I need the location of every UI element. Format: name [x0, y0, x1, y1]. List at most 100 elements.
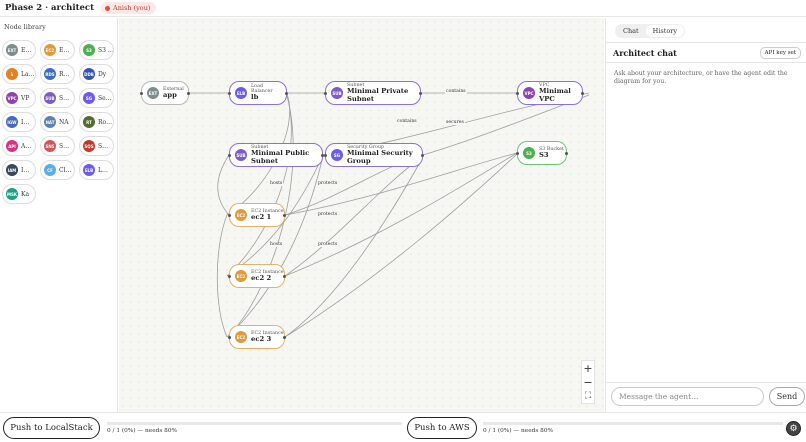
node-name: ec2 2: [251, 273, 272, 282]
library-item-label: NA: [59, 118, 69, 126]
library-item-label: S…: [59, 94, 70, 102]
node-handle[interactable]: [565, 152, 568, 155]
library-item-label: R…: [59, 70, 70, 78]
push-aws-button[interactable]: Push to AWS: [407, 417, 477, 439]
node-handle[interactable]: [324, 154, 327, 157]
service-icon: SG: [331, 149, 343, 161]
node-handle[interactable]: [228, 214, 231, 217]
message-input[interactable]: [611, 387, 764, 406]
tab-history[interactable]: History: [645, 25, 685, 37]
library-item-label: Ro…: [98, 118, 113, 126]
node-handle[interactable]: [228, 154, 231, 157]
library-item-label: Dy: [98, 70, 107, 78]
diagram-canvas[interactable]: contains contains secures hosts protects…: [119, 18, 604, 412]
service-icon: EXT: [147, 87, 159, 99]
node-handle[interactable]: [140, 92, 143, 95]
node-handle[interactable]: [285, 92, 288, 95]
fit-view-button[interactable]: ⛶: [584, 391, 592, 401]
library-item-label: Se…: [98, 94, 112, 102]
node-name: ec2 3: [251, 334, 272, 343]
node-handle[interactable]: [581, 92, 584, 95]
edge-public-ec1: [217, 154, 230, 216]
settings-icon[interactable]: ⚙: [786, 421, 801, 436]
node-handle[interactable]: [516, 152, 519, 155]
service-icon: IGW: [6, 116, 18, 128]
node-kind: External: [163, 86, 184, 92]
node-handle[interactable]: [228, 275, 231, 278]
node-handle[interactable]: [228, 92, 231, 95]
edge-ec1-public: [216, 214, 228, 338]
node-handle[interactable]: [419, 92, 422, 95]
edge-sg-ec2: [284, 155, 424, 277]
library-item-label: Cl…: [59, 166, 72, 174]
tab-chat[interactable]: Chat: [623, 27, 639, 35]
aws-progress-text: 0 / 1 (0%) — needs 80%: [483, 428, 554, 434]
node-handle[interactable]: [283, 275, 286, 278]
push-localstack-button[interactable]: Push to LocalStack: [3, 417, 100, 439]
api-key-button[interactable]: API key set: [759, 47, 801, 59]
service-icon: VPC: [6, 92, 18, 104]
node-handle[interactable]: [324, 92, 327, 95]
send-button[interactable]: Send: [769, 387, 805, 406]
library-item-label: S…: [98, 142, 109, 150]
service-icon: VPC: [523, 87, 535, 99]
chat-tabs: Chat History: [615, 24, 686, 38]
bottom-bar: Push to LocalStack 0 / 1 (0%) — needs 80…: [0, 412, 806, 442]
user-name: Anish (you): [113, 4, 151, 12]
node-name: S3: [539, 150, 549, 159]
node-handle[interactable]: [283, 214, 286, 217]
node-handle[interactable]: [228, 336, 231, 339]
node-handle[interactable]: [321, 154, 324, 157]
zoom-out-button[interactable]: −: [583, 375, 593, 389]
service-icon: EC2: [235, 270, 247, 282]
node-handle[interactable]: [421, 154, 424, 157]
service-icon: EC2: [235, 331, 247, 343]
node-name: Minimal Public Subnet: [251, 149, 310, 165]
node-handle[interactable]: [516, 92, 519, 95]
zoom-controls: + − ⛶: [581, 360, 595, 404]
node-handle[interactable]: [283, 336, 286, 339]
node-kind: Security Group: [347, 145, 385, 151]
node-handle[interactable]: [187, 92, 190, 95]
edge-label: hosts: [269, 242, 284, 247]
user-badge: Anish (you): [101, 2, 157, 14]
zoom-in-button[interactable]: +: [583, 361, 593, 375]
